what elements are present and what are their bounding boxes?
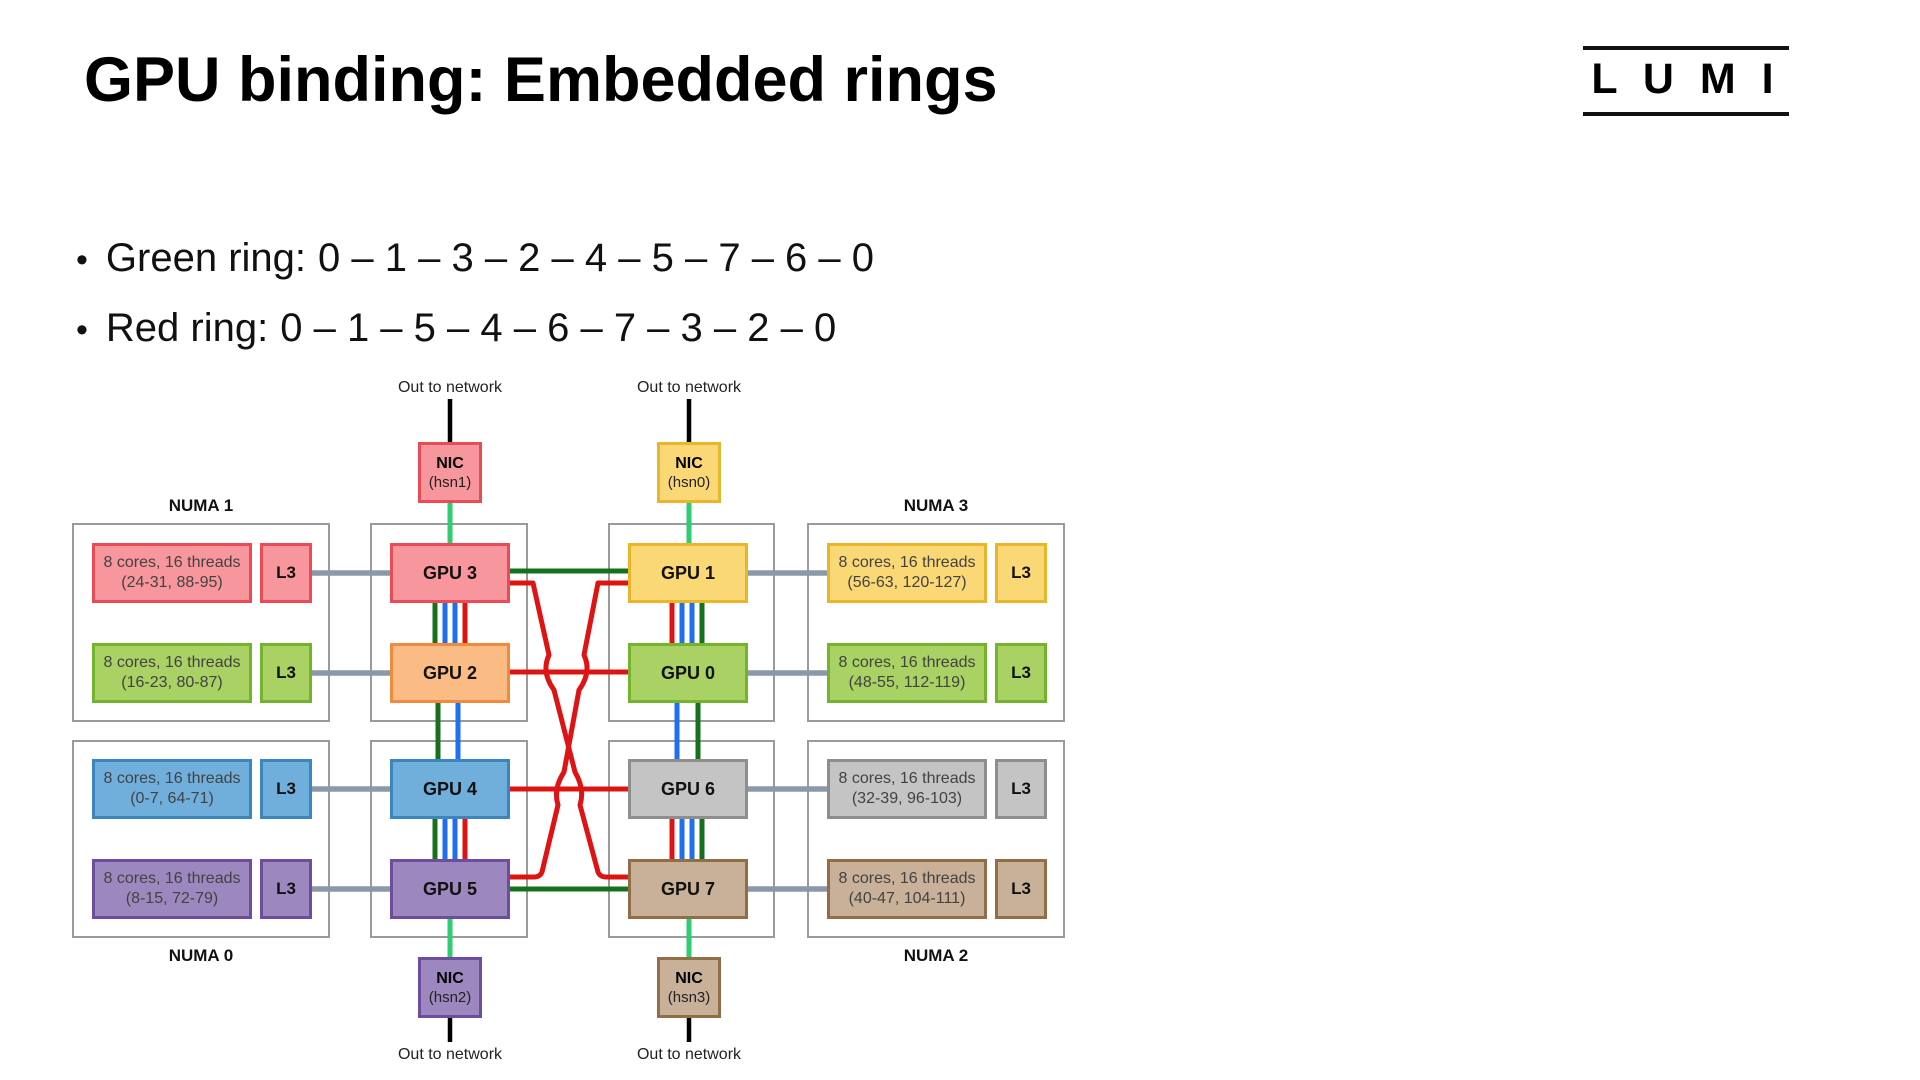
numa3-cores-row1: 8 cores, 16 threads (56-63, 120-127) [827, 543, 987, 603]
numa2-l3-row1: L3 [995, 759, 1047, 819]
numa0-frame [72, 740, 330, 938]
cores-line: 8 cores, 16 threads [838, 654, 976, 671]
gpu7-box: GPU 7 [628, 859, 748, 919]
numa1-frame [72, 523, 330, 722]
cores-line: 8 cores, 16 threads [103, 554, 241, 571]
numa2-l3-row2: L3 [995, 859, 1047, 919]
out-to-network-label: Out to network [636, 1046, 742, 1063]
nic-port: (hsn1) [428, 473, 472, 491]
nic-port: (hsn3) [667, 988, 711, 1006]
nic-port: (hsn0) [667, 473, 711, 491]
numa2-cores-row2: 8 cores, 16 threads (40-47, 104-111) [827, 859, 987, 919]
cores-ids: (48-55, 112-119) [848, 674, 966, 691]
numa3-l3-row2: L3 [995, 643, 1047, 703]
numa3-cores-row2: 8 cores, 16 threads (48-55, 112-119) [827, 643, 987, 703]
lumi-logo: L U M I [1583, 46, 1789, 116]
bullet-dot: • [76, 241, 88, 279]
numa3-label: NUMA 3 [903, 496, 969, 515]
cores-ids: (8-15, 72-79) [125, 890, 219, 907]
bullet-dot: • [76, 311, 88, 349]
page-title: GPU binding: Embedded rings [84, 45, 998, 115]
numa1-cores-row2: 8 cores, 16 threads (16-23, 80-87) [92, 643, 252, 703]
numa3-frame [807, 523, 1065, 722]
numa1-cores-row1: 8 cores, 16 threads (24-31, 88-95) [92, 543, 252, 603]
nic-hsn1-box: NIC (hsn1) [418, 442, 482, 503]
cores-line: 8 cores, 16 threads [103, 870, 241, 887]
cores-ids: (0-7, 64-71) [130, 790, 214, 807]
bullet-list: • Green ring: 0 – 1 – 3 – 2 – 4 – 5 – 7 … [76, 232, 874, 356]
numa0-label: NUMA 0 [168, 946, 234, 965]
numa0-cores-row1: 8 cores, 16 threads (0-7, 64-71) [92, 759, 252, 819]
cores-line: 8 cores, 16 threads [838, 870, 976, 887]
nic-hsn2-box: NIC (hsn2) [418, 957, 482, 1018]
numa2-cores-row1: 8 cores, 16 threads (32-39, 96-103) [827, 759, 987, 819]
out-to-network-label: Out to network [397, 379, 503, 396]
cores-ids: (24-31, 88-95) [121, 574, 223, 591]
numa1-label: NUMA 1 [168, 496, 234, 515]
red-ring-label: Red ring: [105, 306, 269, 350]
nic-name: NIC [675, 454, 703, 472]
cores-ids: (56-63, 120-127) [847, 574, 967, 591]
out-to-network-label: Out to network [397, 1046, 503, 1063]
numa0-l3-row1: L3 [260, 759, 312, 819]
cores-ids: (40-47, 104-111) [848, 890, 966, 907]
gpu3-box: GPU 3 [390, 543, 510, 603]
gpu0-box: GPU 0 [628, 643, 748, 703]
numa1-l3-row1: L3 [260, 543, 312, 603]
gpu5-box: GPU 5 [390, 859, 510, 919]
gpu4-box: GPU 4 [390, 759, 510, 819]
numa0-l3-row2: L3 [260, 859, 312, 919]
lumi-logo-text: L U M I [1591, 55, 1781, 103]
gpu6-box: GPU 6 [628, 759, 748, 819]
cores-ids: (32-39, 96-103) [851, 790, 963, 807]
numa2-label: NUMA 2 [903, 946, 969, 965]
nic-name: NIC [436, 969, 464, 987]
numa3-l3-row1: L3 [995, 543, 1047, 603]
cores-line: 8 cores, 16 threads [838, 770, 976, 787]
green-ring-label: Green ring: [105, 236, 307, 280]
green-ring-sequence: 0 – 1 – 3 – 2 – 4 – 5 – 7 – 6 – 0 [318, 236, 875, 280]
gpu1-box: GPU 1 [628, 543, 748, 603]
nic-name: NIC [436, 454, 464, 472]
nic-name: NIC [675, 969, 703, 987]
bullet-red-ring: • Red ring: 0 – 1 – 5 – 4 – 6 – 7 – 3 – … [76, 302, 874, 356]
cores-ids: (16-23, 80-87) [121, 674, 223, 691]
numa1-l3-row2: L3 [260, 643, 312, 703]
nic-hsn3-box: NIC (hsn3) [657, 957, 721, 1018]
numa0-cores-row2: 8 cores, 16 threads (8-15, 72-79) [92, 859, 252, 919]
cores-line: 8 cores, 16 threads [838, 554, 976, 571]
red-ring-sequence: 0 – 1 – 5 – 4 – 6 – 7 – 3 – 2 – 0 [280, 306, 837, 350]
cores-line: 8 cores, 16 threads [103, 654, 241, 671]
numa2-frame [807, 740, 1065, 938]
gpu2-box: GPU 2 [390, 643, 510, 703]
out-to-network-label: Out to network [636, 379, 742, 396]
bullet-green-ring: • Green ring: 0 – 1 – 3 – 2 – 4 – 5 – 7 … [76, 232, 874, 286]
nic-port: (hsn2) [428, 988, 472, 1006]
nic-hsn0-box: NIC (hsn0) [657, 442, 721, 503]
cores-line: 8 cores, 16 threads [103, 770, 241, 787]
